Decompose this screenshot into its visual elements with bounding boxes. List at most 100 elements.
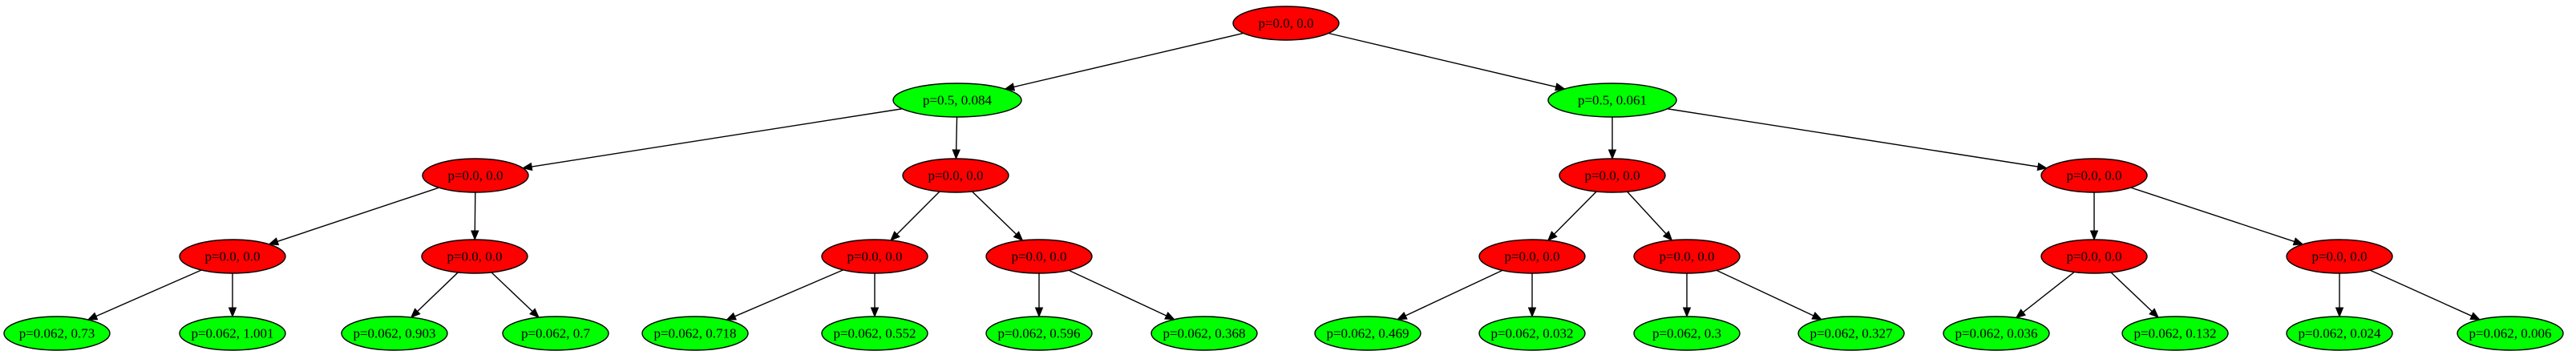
edge-line xyxy=(1716,269,1814,317)
tree-node-n10: p=0.0, 0.0 xyxy=(985,239,1093,274)
tree-edge xyxy=(471,192,479,241)
edge-layer xyxy=(87,32,2481,321)
node-ellipse xyxy=(2040,239,2148,274)
edge-line xyxy=(1328,32,1556,88)
tree-node-n3: p=0.0, 0.0 xyxy=(422,158,529,193)
arrowhead-icon xyxy=(410,308,421,318)
tree-edge xyxy=(2130,187,2304,246)
node-label: p=0.0, 0.0 xyxy=(1011,249,1066,264)
tree-node-n24: p=0.062, 0.032 xyxy=(1478,316,1586,351)
node-ellipse xyxy=(641,316,749,351)
arrowhead-icon xyxy=(2335,307,2344,318)
tree-edge xyxy=(890,191,940,241)
tree-node-n15: p=0.062, 0.73 xyxy=(3,316,111,351)
arrowhead-icon xyxy=(268,237,280,246)
node-ellipse xyxy=(821,316,928,351)
edge-line xyxy=(955,116,958,151)
edge-line xyxy=(734,269,843,317)
edge-line xyxy=(1068,269,1167,317)
tree-node-n17: p=0.062, 0.903 xyxy=(341,316,448,351)
node-label: p=0.062, 0.368 xyxy=(1163,326,1245,341)
tree-edge xyxy=(87,269,202,321)
tree-node-n5: p=0.0, 0.0 xyxy=(1559,158,1666,193)
node-ellipse xyxy=(902,158,1009,193)
tree-node-n18: p=0.062, 0.7 xyxy=(502,316,609,351)
node-label: p=0.5, 0.061 xyxy=(1578,93,1647,108)
arrowhead-icon xyxy=(228,307,237,318)
node-label: p=0.062, 0.903 xyxy=(353,326,435,341)
node-ellipse xyxy=(892,83,1022,118)
node-ellipse xyxy=(2040,158,2148,193)
arrowhead-icon xyxy=(1662,230,1673,241)
node-ellipse xyxy=(985,239,1093,274)
node-label: p=0.062, 0.469 xyxy=(1326,326,1409,341)
tree-node-n23: p=0.062, 0.469 xyxy=(1314,316,1421,351)
arrowhead-icon xyxy=(1555,83,1566,91)
tree-edge xyxy=(1396,269,1503,321)
node-label: p=0.062, 0.596 xyxy=(997,326,1080,341)
arrowhead-icon xyxy=(1396,312,1408,321)
tree-edge xyxy=(1547,191,1597,241)
tree-edge xyxy=(1716,269,1823,321)
node-ellipse xyxy=(422,158,529,193)
edge-line xyxy=(491,272,533,313)
node-label: p=0.0, 0.0 xyxy=(1504,249,1559,264)
node-label: p=0.062, 0.327 xyxy=(1810,326,1893,341)
tree-edge xyxy=(1034,273,1044,318)
arrowhead-icon xyxy=(2036,162,2048,171)
tree-edge xyxy=(1627,191,1673,241)
node-label: p=0.0, 0.0 xyxy=(2066,168,2121,184)
node-ellipse xyxy=(1232,6,1340,41)
tree-edge xyxy=(1527,273,1537,318)
edge-line xyxy=(531,108,903,167)
tree-edge xyxy=(1607,117,1617,160)
arrowhead-icon xyxy=(87,312,99,321)
node-ellipse xyxy=(1559,158,1666,193)
arrowhead-icon xyxy=(870,307,880,318)
node-label: p=0.0, 0.0 xyxy=(447,249,502,264)
tree-edge xyxy=(2110,272,2160,318)
node-label: p=0.062, 0.132 xyxy=(2133,326,2216,341)
tree-edge xyxy=(521,108,903,171)
arrowhead-icon xyxy=(2089,230,2099,241)
tree-node-n13: p=0.0, 0.0 xyxy=(2040,239,2148,274)
node-label: p=0.062, 0.3 xyxy=(1652,326,1721,341)
edge-line xyxy=(1554,191,1597,235)
node-label: p=0.0, 0.0 xyxy=(928,168,983,184)
tree-edge xyxy=(410,272,459,318)
tree-edge xyxy=(1068,269,1175,321)
tree-node-n12: p=0.0, 0.0 xyxy=(1633,239,1741,274)
tree-node-n11: p=0.0, 0.0 xyxy=(1478,239,1586,274)
tree-edge xyxy=(1667,108,2048,171)
tree-node-n1: p=0.5, 0.084 xyxy=(892,83,1022,118)
edge-line xyxy=(95,269,202,317)
node-ellipse xyxy=(2286,316,2393,351)
node-ellipse xyxy=(421,239,528,274)
arrowhead-icon xyxy=(1004,83,1016,91)
node-label: p=0.0, 0.0 xyxy=(1659,249,1714,264)
tree-edge xyxy=(870,273,880,318)
edge-line xyxy=(1667,108,2039,167)
edge-line xyxy=(1013,32,1244,88)
node-ellipse xyxy=(1633,316,1741,351)
edge-line xyxy=(896,191,940,235)
tree-node-n16: p=0.062, 1.001 xyxy=(179,316,286,351)
node-label: p=0.062, 0.552 xyxy=(833,326,916,341)
arrowhead-icon xyxy=(952,149,960,160)
tree-node-n26: p=0.062, 0.327 xyxy=(1798,316,1905,351)
arrowhead-icon xyxy=(890,231,900,241)
arrowhead-icon xyxy=(471,230,479,241)
edge-line xyxy=(417,272,459,312)
node-label: p=0.062, 0.032 xyxy=(1490,326,1573,341)
arrowhead-icon xyxy=(2292,237,2304,246)
arrowhead-icon xyxy=(1164,312,1175,321)
arrowhead-icon xyxy=(1013,231,1024,241)
node-label: p=0.062, 1.001 xyxy=(191,326,273,341)
tree-edge xyxy=(2089,192,2099,241)
node-ellipse xyxy=(2457,316,2564,351)
tree-node-n25: p=0.062, 0.3 xyxy=(1633,316,1741,351)
node-label: p=0.062, 0.024 xyxy=(2298,326,2381,341)
tree-node-n21: p=0.062, 0.596 xyxy=(985,316,1093,351)
node-ellipse xyxy=(821,239,928,274)
